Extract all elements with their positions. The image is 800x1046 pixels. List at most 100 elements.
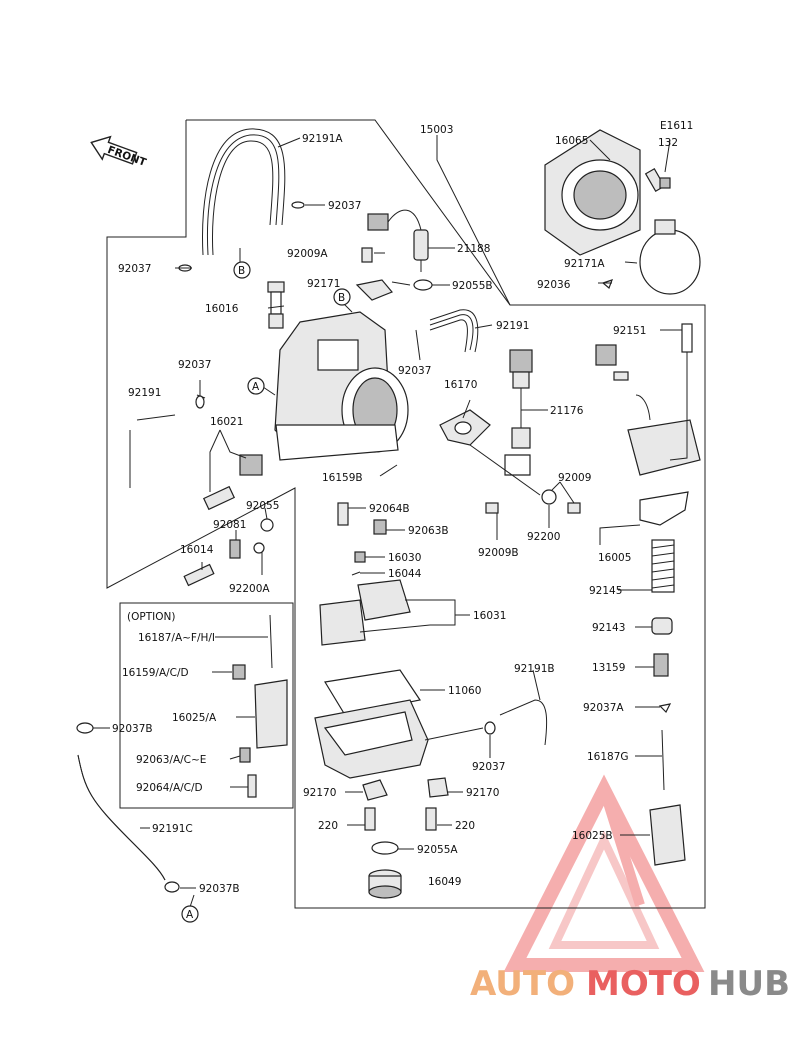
bracket-92170-right (427, 777, 449, 798)
watermark-auto: AUTO (470, 964, 575, 1004)
callout-92064-opt: 92064/A/C/D (136, 782, 203, 794)
main-assembly-border (106, 119, 706, 909)
callout-92037-carb: 92037 (398, 365, 431, 377)
marker-a-2 (181, 905, 199, 923)
callout-92037a: 92037A (583, 702, 624, 714)
callout-92037b-top: 92037B (112, 723, 153, 735)
screw-220-right (425, 807, 437, 831)
callout-92081: 92081 (213, 519, 246, 531)
callout-13159: 13159 (592, 662, 625, 674)
callout-92037-left: 92037 (118, 263, 151, 275)
front-label: FRONT (106, 144, 149, 169)
callout-16005: 16005 (598, 552, 631, 564)
marker-a-2-label: A (186, 909, 194, 921)
callout-15003: 15003 (420, 124, 453, 136)
jet-16030 (354, 551, 366, 563)
hose-92191a (207, 134, 280, 256)
jet-92063b (373, 519, 387, 535)
group-callouts: E1611 92191A 15003 16065 132 92037 92009… (112, 120, 693, 895)
callout-16025b: 16025B (572, 830, 613, 842)
callout-92009b: 92009B (478, 547, 519, 559)
jet-16159-opt (232, 664, 246, 680)
callout-92064b: 92064B (369, 503, 410, 515)
marker-b-2-label: B (338, 292, 345, 304)
callout-92143: 92143 (592, 622, 625, 634)
screw-220-left (364, 807, 376, 831)
callout-92037-lower: 92037 (472, 761, 505, 773)
callout-220-left: 220 (318, 820, 338, 832)
top-cover (627, 394, 701, 476)
callout-16049: 16049 (428, 876, 461, 888)
callout-92037b-bottom: 92037B (199, 883, 240, 895)
option-label: (OPTION) (127, 611, 175, 623)
plug-16049 (368, 869, 402, 899)
slide-16025-opt (254, 679, 288, 749)
screw-16021 (202, 454, 263, 511)
screw-92009b (485, 502, 499, 514)
callout-92151: 92151 (613, 325, 646, 337)
jet-92064-opt (247, 774, 257, 798)
float-bowl (314, 699, 429, 779)
callout-92036: 92036 (537, 279, 571, 291)
callout-16025-opt: 16025/A (172, 712, 217, 724)
group-outlines (106, 119, 706, 909)
callout-92145: 92145 (589, 585, 622, 597)
carburetor-body (274, 311, 409, 461)
callout-92055a: 92055A (417, 844, 458, 856)
harness-21176 (469, 349, 541, 496)
callout-16021: 16021 (210, 416, 243, 428)
oring-92055a (371, 841, 399, 855)
callout-16065: 16065 (555, 135, 588, 147)
callout-92063-opt: 92063/A/C~E (136, 754, 206, 766)
callout-92171a: 92171A (564, 258, 605, 270)
clip-92037-mid (195, 395, 205, 409)
spring-small (595, 344, 629, 381)
gasket-16005 (639, 491, 689, 526)
callout-21176: 21176 (550, 405, 584, 417)
option-box (119, 602, 294, 809)
group-markers: B B A A (181, 261, 351, 923)
clip-92037b-bottom (164, 881, 180, 893)
slide-16025b (649, 804, 686, 866)
intake-manifold-16065 (544, 129, 641, 256)
callout-16016: 16016 (205, 303, 239, 315)
screw-16014 (183, 563, 215, 587)
jet-92063-opt (239, 747, 251, 763)
hose-92191c (77, 754, 166, 881)
washer-92200 (541, 489, 557, 505)
needle-16187g (661, 729, 665, 791)
part-13159 (653, 653, 669, 677)
marker-b-2 (333, 288, 351, 306)
marker-a-1 (247, 377, 265, 395)
screw-92009 (567, 502, 581, 514)
clip-92037-top (291, 201, 305, 209)
float-16031 (319, 579, 431, 646)
watermark-moto: MOTO (586, 964, 701, 1004)
marker-b-1 (233, 261, 251, 279)
callout-92191b: 92191B (514, 663, 555, 675)
clip-92036 (601, 279, 614, 290)
callout-21188: 21188 (457, 243, 490, 255)
callout-92037-top: 92037 (328, 200, 361, 212)
marker-b-1-label: B (238, 265, 245, 277)
callout-16187g: 16187G (587, 751, 629, 763)
callout-16159b: 16159B (322, 472, 363, 484)
sensor-21188 (413, 229, 429, 261)
screw-92009a (361, 247, 373, 263)
callout-16170: 16170 (444, 379, 477, 391)
callout-92200a: 92200A (229, 583, 270, 595)
watermark-hub: HUB (708, 964, 790, 1004)
callout-92200: 92200 (527, 531, 560, 543)
callout-92009: 92009 (558, 472, 591, 484)
tps-16170 (439, 409, 491, 446)
clip-16044 (351, 571, 361, 576)
callout-92191-left: 92191 (128, 387, 161, 399)
screw-92151 (681, 323, 693, 353)
front-arrow-icon: FRONT (90, 135, 149, 169)
clip-92037-lower (484, 721, 496, 735)
callout-16187-opt: 16187/A~F/H/I (138, 632, 215, 644)
hose-92191b (499, 699, 548, 746)
oring-92055 (260, 518, 274, 532)
callout-11060: 11060 (448, 685, 481, 697)
